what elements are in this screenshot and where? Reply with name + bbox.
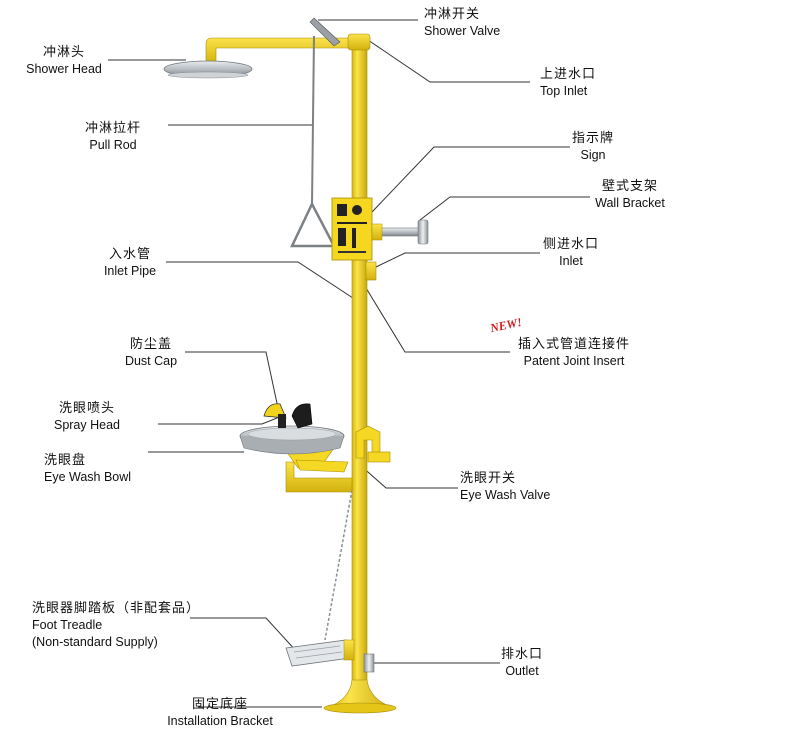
leader-side-inlet [375, 252, 540, 268]
leader-patent-joint [365, 287, 510, 353]
shower-valve-icon[interactable] [309, 17, 341, 47]
side-inlet-icon [365, 261, 377, 281]
leader-inlet-pipe [166, 261, 357, 301]
label-foot-treadle: 洗眼器脚踏板（非配套品） Foot Treadle (Non-standard … [32, 600, 200, 651]
label-shower-head-en: Shower Head [26, 62, 102, 76]
leader-spray-head [158, 415, 283, 425]
eye-wash-valve-icon[interactable] [355, 425, 381, 459]
label-foot-treadle-zh: 洗眼器脚踏板（非配套品） [32, 601, 201, 616]
pull-rod[interactable] [311, 35, 315, 205]
label-eye-wash-bowl: 洗眼盘 Eye Wash Bowl [44, 452, 131, 486]
shower-head-rim [167, 71, 249, 79]
label-top-inlet-en: Top Inlet [540, 84, 588, 98]
label-wall-bracket-zh: 壁式支架 [601, 179, 658, 194]
label-eye-wash-valve-en: Eye Wash Valve [460, 488, 551, 502]
label-side-inlet-zh: 侧进水口 [542, 237, 599, 252]
label-installation-bracket-en: Installation Bracket [167, 714, 273, 728]
leader-eye-wash-valve [359, 464, 458, 489]
label-patent-joint-en: Patent Joint Insert [523, 354, 625, 368]
label-eye-wash-valve-zh: 洗眼开关 [460, 471, 517, 486]
label-foot-treadle-en2: (Non-standard Supply) [32, 635, 158, 649]
top-elbow [347, 33, 371, 51]
label-spray-head-zh: 洗眼喷头 [58, 401, 115, 416]
label-pull-rod: 冲淋拉杆 Pull Rod [62, 120, 164, 154]
leader-sign [371, 146, 570, 213]
pull-rod-triangle-icon[interactable] [290, 201, 337, 248]
label-patent-joint-zh: 插入式管道连接件 [517, 337, 630, 352]
label-shower-head-zh: 冲淋头 [42, 45, 85, 60]
label-wall-bracket-en: Wall Bracket [595, 196, 665, 210]
label-dust-cap: 防尘盖 Dust Cap [116, 336, 186, 370]
label-eye-wash-bowl-zh: 洗眼盘 [44, 453, 87, 468]
label-shower-valve-zh: 冲淋开关 [424, 7, 481, 22]
leader-top-inlet [367, 39, 530, 83]
label-installation-bracket: 固定底座 Installation Bracket [150, 696, 290, 730]
label-outlet: 排水口 Outlet [494, 646, 550, 680]
label-outlet-zh: 排水口 [500, 647, 543, 662]
label-top-inlet-zh: 上进水口 [540, 67, 597, 82]
label-spray-head-en: Spray Head [53, 418, 120, 432]
label-inlet-pipe-zh: 入水管 [108, 247, 151, 262]
label-foot-treadle-en: Foot Treadle [32, 618, 103, 632]
label-dust-cap-zh: 防尘盖 [129, 337, 172, 352]
treadle-chain [324, 489, 353, 641]
label-eye-wash-bowl-en: Eye Wash Bowl [44, 470, 132, 484]
label-pull-rod-zh: 冲淋拉杆 [84, 121, 141, 136]
leader-lines [108, 19, 590, 708]
label-inlet-pipe-en: Inlet Pipe [103, 264, 157, 278]
label-side-inlet-en: Inlet [559, 254, 583, 268]
label-patent-joint: 插入式管道连接件 Patent Joint Insert [514, 336, 634, 370]
label-dust-cap-en: Dust Cap [124, 354, 178, 368]
leader-foot-treadle [190, 617, 299, 654]
label-side-inlet: 侧进水口 Inlet [536, 236, 606, 270]
label-shower-head: 冲淋头 Shower Head [8, 44, 120, 78]
label-sign-zh: 指示牌 [571, 131, 614, 146]
label-top-inlet: 上进水口 Top Inlet [540, 66, 596, 100]
label-outlet-en: Outlet [505, 664, 539, 678]
label-pull-rod-en: Pull Rod [89, 138, 137, 152]
label-spray-head: 洗眼喷头 Spray Head [44, 400, 130, 434]
leader-dust-cap [185, 351, 279, 409]
main-pipe [351, 35, 368, 687]
label-sign-en: Sign [580, 148, 606, 162]
label-wall-bracket: 壁式支架 Wall Bracket [580, 178, 680, 212]
spray-head-icon [291, 403, 313, 429]
label-installation-bracket-zh: 固定底座 [191, 697, 248, 712]
label-inlet-pipe: 入水管 Inlet Pipe [92, 246, 168, 280]
label-shower-valve: 冲淋开关 Shower Valve [424, 6, 500, 40]
label-eye-wash-valve: 洗眼开关 Eye Wash Valve [460, 470, 550, 504]
foot-treadle-icon[interactable] [285, 639, 351, 667]
outlet-icon [363, 653, 375, 673]
shower-arm [205, 37, 359, 65]
leader-wall-bracket [419, 196, 590, 221]
label-sign: 指示牌 Sign [570, 130, 616, 164]
label-shower-valve-en: Shower Valve [424, 24, 501, 38]
